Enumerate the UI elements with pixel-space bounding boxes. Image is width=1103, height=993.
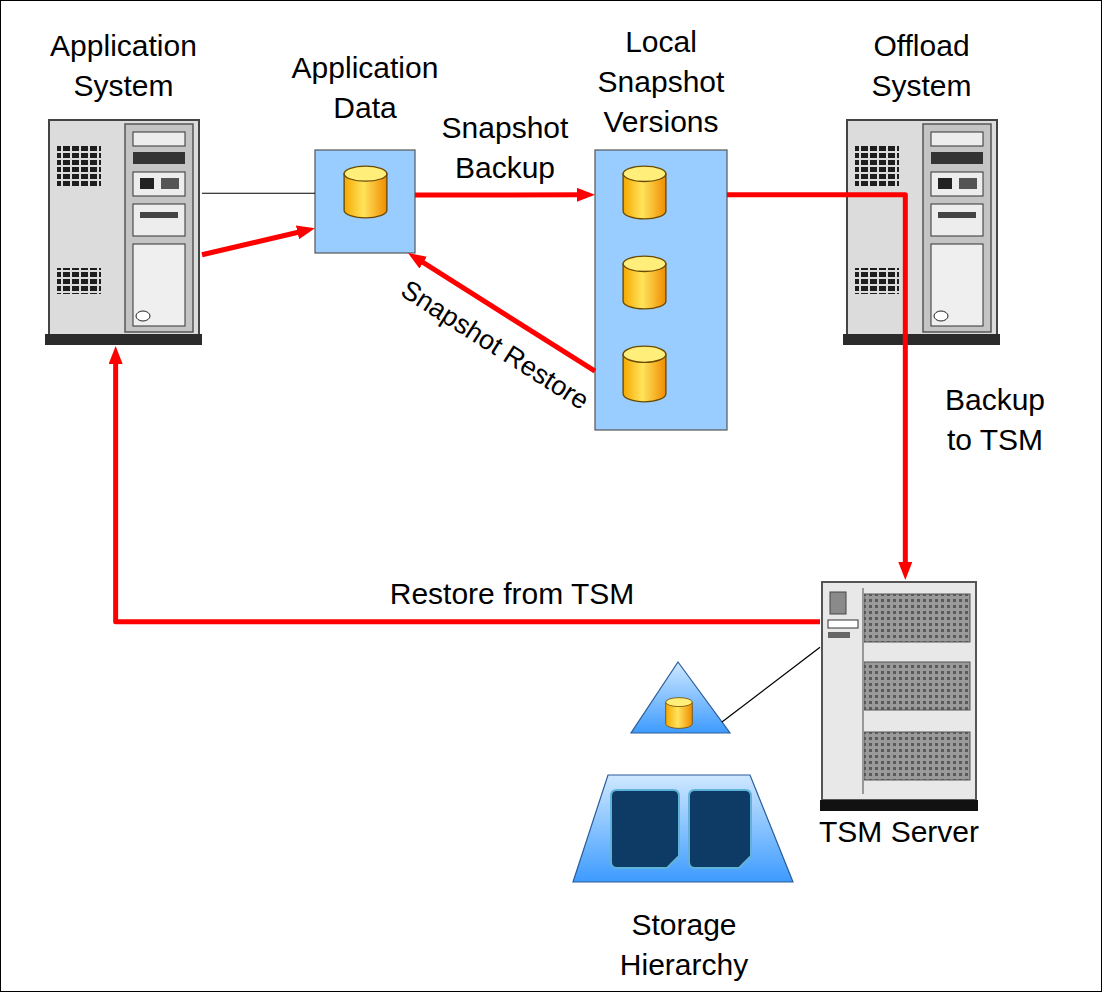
offload-server: Offload System [843, 118, 1000, 346]
data-box [315, 150, 415, 253]
node-heading: Application System [34, 26, 214, 106]
storage-pyramid [573, 662, 793, 882]
server-icon [843, 120, 1000, 345]
edge-label: Snapshot Restore [393, 270, 597, 420]
flow-arrow [415, 192, 581, 197]
node-heading: Offload System [832, 26, 1012, 106]
tsm-server: TSM Server [820, 580, 978, 812]
disk-cylinder [344, 166, 387, 218]
disk-cylinder [623, 256, 666, 309]
disk-cylinder [666, 698, 693, 729]
node-heading: TSM Server [789, 812, 1009, 852]
tape-icon [611, 790, 679, 868]
pyramid-base [573, 775, 793, 882]
tape-icon [689, 790, 751, 868]
edge-label: Restore from TSM [390, 574, 635, 614]
disk-cylinder [623, 346, 666, 402]
disk-cylinder [623, 166, 666, 219]
edge-label: Backup to TSM [930, 380, 1060, 460]
snapshot-box: Local Snapshot Versions [595, 150, 727, 430]
connection-line [202, 193, 315, 194]
connection-line [722, 647, 820, 722]
storage-pyramid: Storage Hierarchy [573, 660, 795, 885]
pyramid-top [631, 662, 730, 733]
flow-arrow [727, 195, 905, 566]
application-server: Application System [45, 118, 202, 346]
node-heading: Local Snapshot Versions [591, 22, 731, 142]
server-icon [45, 120, 202, 345]
node-heading: Storage Hierarchy [599, 905, 769, 985]
data-box: Application Data [315, 150, 415, 253]
node-heading: Application Data [275, 48, 455, 128]
flow-arrow [116, 360, 820, 622]
server-icon [820, 582, 978, 811]
edge-label: Snapshot Backup [435, 108, 575, 188]
snapshot-box [595, 150, 727, 430]
flow-arrow [202, 231, 301, 254]
